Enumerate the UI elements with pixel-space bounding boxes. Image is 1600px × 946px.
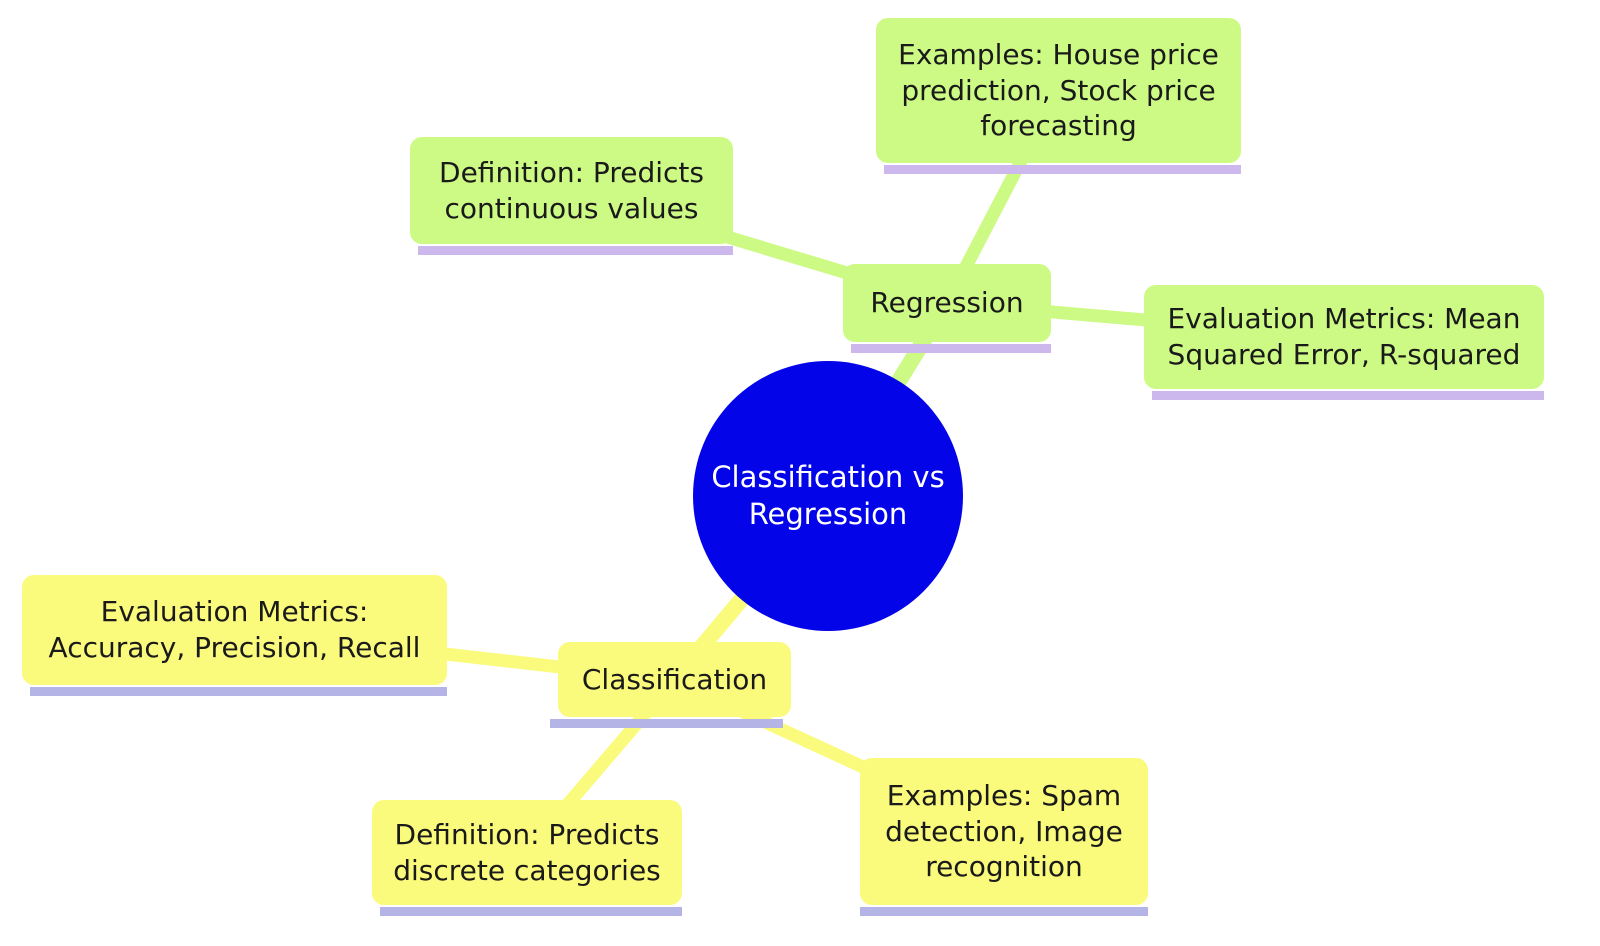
node-shadow-regression xyxy=(851,344,1051,353)
root-node: Classification vs Regression xyxy=(693,361,963,631)
node-classification: Classification xyxy=(558,642,791,717)
node-shadow-regression-examples xyxy=(884,165,1241,174)
node-regression-definition: Definition: Predicts continuous values xyxy=(410,137,733,244)
node-regression-evaluation: Evaluation Metrics: Mean Squared Error, … xyxy=(1144,285,1544,389)
node-classification-examples: Examples: Spam detection, Image recognit… xyxy=(860,758,1148,905)
node-shadow-regression-definition xyxy=(418,246,733,255)
node-shadow-regression-evaluation xyxy=(1152,391,1544,400)
node-shadow-classification-examples xyxy=(860,907,1148,916)
node-shadow-classification-definition xyxy=(380,907,682,916)
node-classification-evaluation: Evaluation Metrics: Accuracy, Precision,… xyxy=(22,575,447,685)
node-classification-definition: Definition: Predicts discrete categories xyxy=(372,800,682,905)
node-shadow-classification-evaluation xyxy=(30,687,447,696)
node-regression-examples: Examples: House price prediction, Stock … xyxy=(876,18,1241,163)
node-regression: Regression xyxy=(843,264,1051,342)
node-shadow-classification xyxy=(550,719,783,728)
